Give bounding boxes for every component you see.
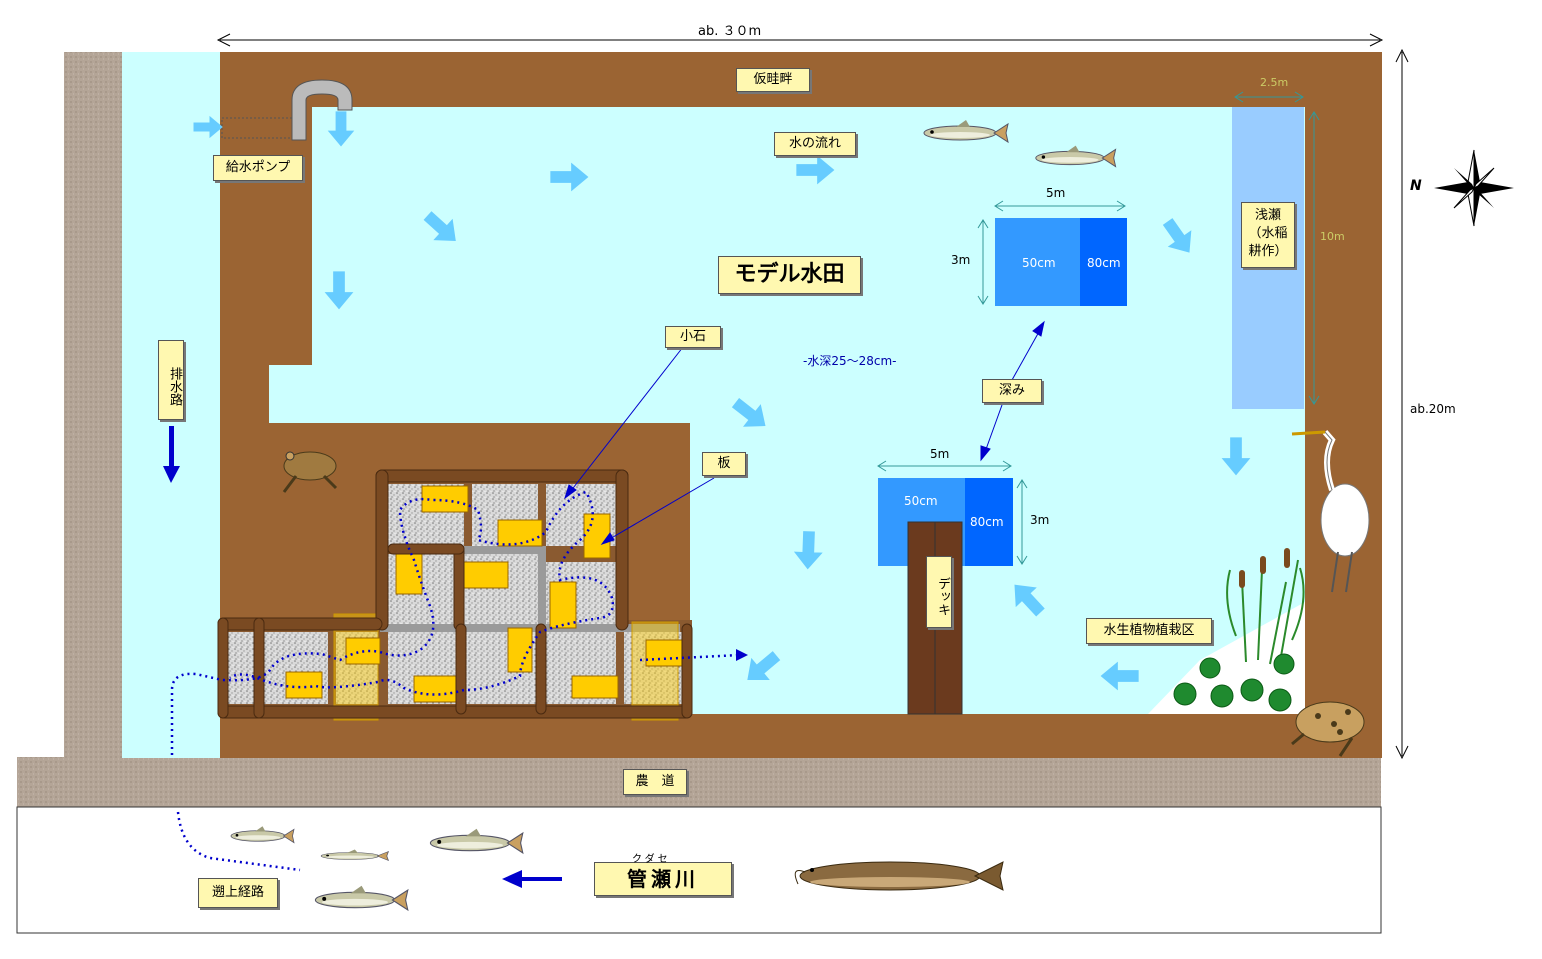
pool-lower-zone-a: 50cm: [904, 494, 938, 508]
deep-label: 深み: [982, 379, 1042, 403]
fish-ladder: [217, 469, 693, 721]
deck-label: デッキ: [926, 556, 952, 628]
pool-lower-width: 5m: [930, 447, 950, 461]
fish-icon: [320, 849, 389, 861]
drain-arrow-icon: [163, 426, 180, 483]
aquatic-label: 水生植物植栽区: [1086, 618, 1212, 644]
farm-road-label: 農 道: [623, 769, 687, 795]
farm-road: [17, 757, 1381, 807]
shallow-width-dim: [1234, 91, 1304, 103]
depth-note: -水深25～28cm-: [803, 354, 897, 368]
pool-upper-height: 3m: [951, 253, 971, 267]
height-dimension-label: ab.20m: [1410, 402, 1456, 416]
shallow-width-label: 2.5m: [1260, 76, 1289, 89]
compass-icon: [1434, 149, 1514, 227]
pool-upper-deep: [1080, 218, 1127, 306]
fish-icon: [230, 825, 295, 844]
pool-upper-dims: [977, 200, 1126, 305]
pool-lower-deep: [965, 478, 1013, 566]
left-bank: [64, 52, 124, 758]
board-label: 板: [702, 452, 746, 476]
shallow-length-dim: [1308, 111, 1320, 405]
pool-upper-zone-b: 80cm: [1087, 256, 1121, 270]
drain-label: 排水路: [158, 340, 184, 420]
frog-icon: [1291, 701, 1365, 757]
shallow-label: 浅瀬（水稲耕作）: [1241, 202, 1295, 268]
callout-lines: [564, 346, 715, 545]
pool-upper-shallow: [995, 218, 1080, 306]
width-dimension: [216, 33, 1384, 47]
flow-label: 水の流れ: [774, 132, 856, 156]
levee-label: 仮畦畔: [736, 68, 810, 92]
frog-icon: [282, 451, 338, 493]
fish-route: [170, 490, 741, 755]
river-label: 管瀬川: [594, 862, 732, 896]
catfish-icon: [794, 861, 1004, 891]
route-arrowhead-icon: [736, 649, 748, 661]
compass-north-label: N: [1410, 178, 1422, 194]
water-plant-icon: [1148, 548, 1305, 714]
pebbles-label: 小石: [665, 326, 721, 348]
fish-icon: [429, 828, 524, 854]
pool-lower-dims: [877, 460, 1028, 565]
river-route: [176, 811, 301, 872]
upstream-label: 遡上経路: [198, 878, 278, 908]
shallow-length-label: 10m: [1320, 230, 1345, 243]
pool-upper-width: 5m: [1046, 186, 1066, 200]
pool-lower-height: 3m: [1030, 513, 1050, 527]
cattail-icon: [1239, 548, 1290, 588]
river-ruby: クダセ: [632, 854, 671, 865]
paddy-title: モデル水田: [718, 256, 861, 294]
pool-upper-zone-a: 50cm: [1022, 256, 1056, 270]
river-direction-arrow-icon: [502, 870, 562, 888]
river-box: [16, 806, 1382, 934]
fish-icon: [314, 885, 409, 911]
height-dimension: [1395, 48, 1409, 760]
pump-pipe-icon: [221, 79, 353, 141]
deep-pointer-arrows: [980, 320, 1045, 462]
pump-label: 給水ポンプ: [213, 155, 303, 181]
pool-lower-zone-b: 80cm: [970, 515, 1004, 529]
width-dimension-label: ab. ３０m: [698, 24, 762, 39]
egret-icon: [1291, 430, 1370, 593]
